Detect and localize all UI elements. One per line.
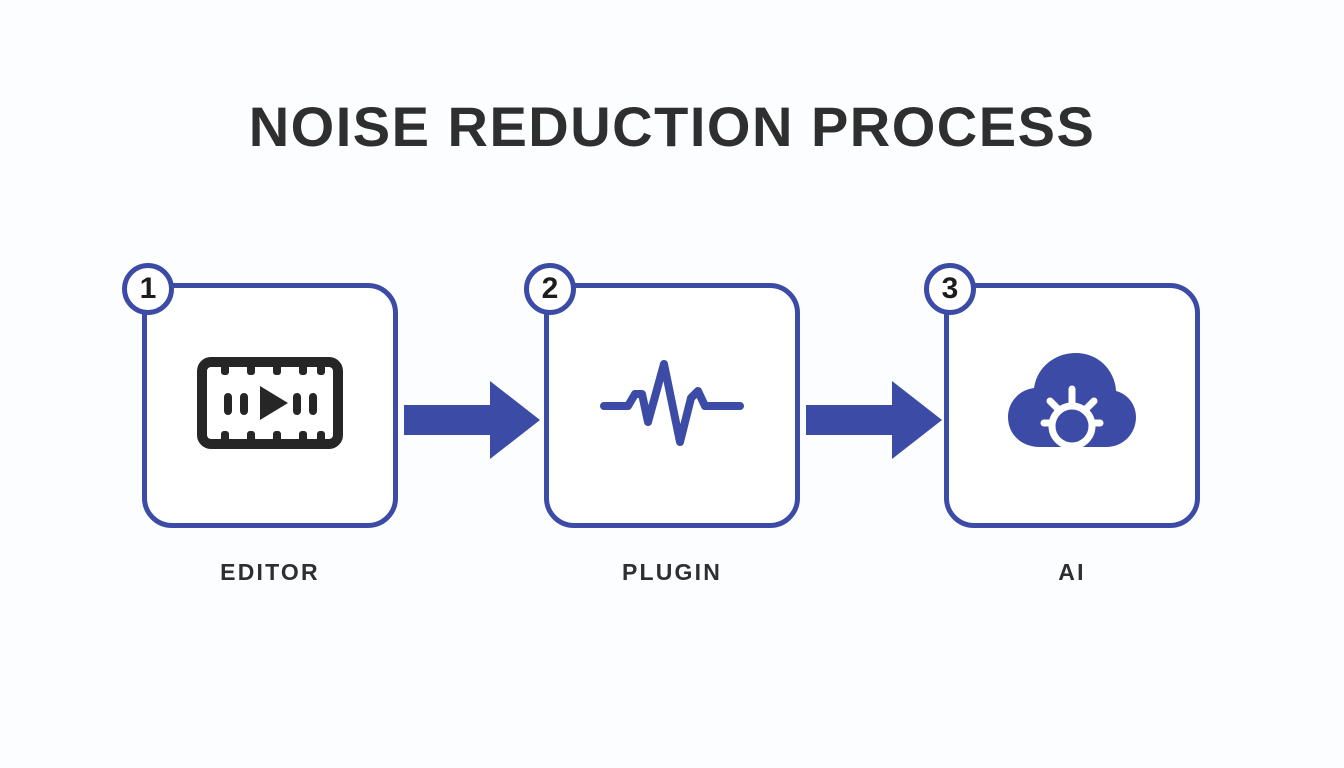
cloud-ai-node-icon (1006, 351, 1138, 460)
step-label: AI (1058, 559, 1086, 585)
audio-waveform-icon (598, 353, 746, 458)
process-step-ai[interactable]: 3 (924, 263, 1210, 586)
flow-arrow-2 (806, 377, 942, 463)
step-label: PLUGIN (621, 559, 723, 585)
flow-arrow-1 (404, 377, 540, 463)
step-icon-slot (147, 288, 393, 523)
process-step-editor[interactable]: 1 (122, 263, 408, 586)
step-number-badge: 2 (524, 263, 576, 315)
step-number-badge: 3 (924, 263, 976, 315)
step-icon-slot (949, 288, 1195, 523)
page-title: NOISE REDUCTION PROCESS (248, 95, 1096, 158)
step-card[interactable]: 1 (122, 263, 398, 528)
step-card[interactable]: 3 (924, 263, 1200, 528)
step-number-badge: 1 (122, 263, 174, 315)
process-step-plugin[interactable]: 2 PLUGIN (524, 263, 810, 586)
process-flow: 1 (0, 263, 1344, 613)
step-card[interactable]: 2 (524, 263, 800, 528)
film-strip-play-icon (197, 357, 343, 454)
step-icon-slot (549, 288, 795, 523)
step-label: EDITOR (220, 559, 320, 585)
arrow-right-icon (806, 381, 942, 467)
arrow-right-icon (404, 381, 540, 467)
